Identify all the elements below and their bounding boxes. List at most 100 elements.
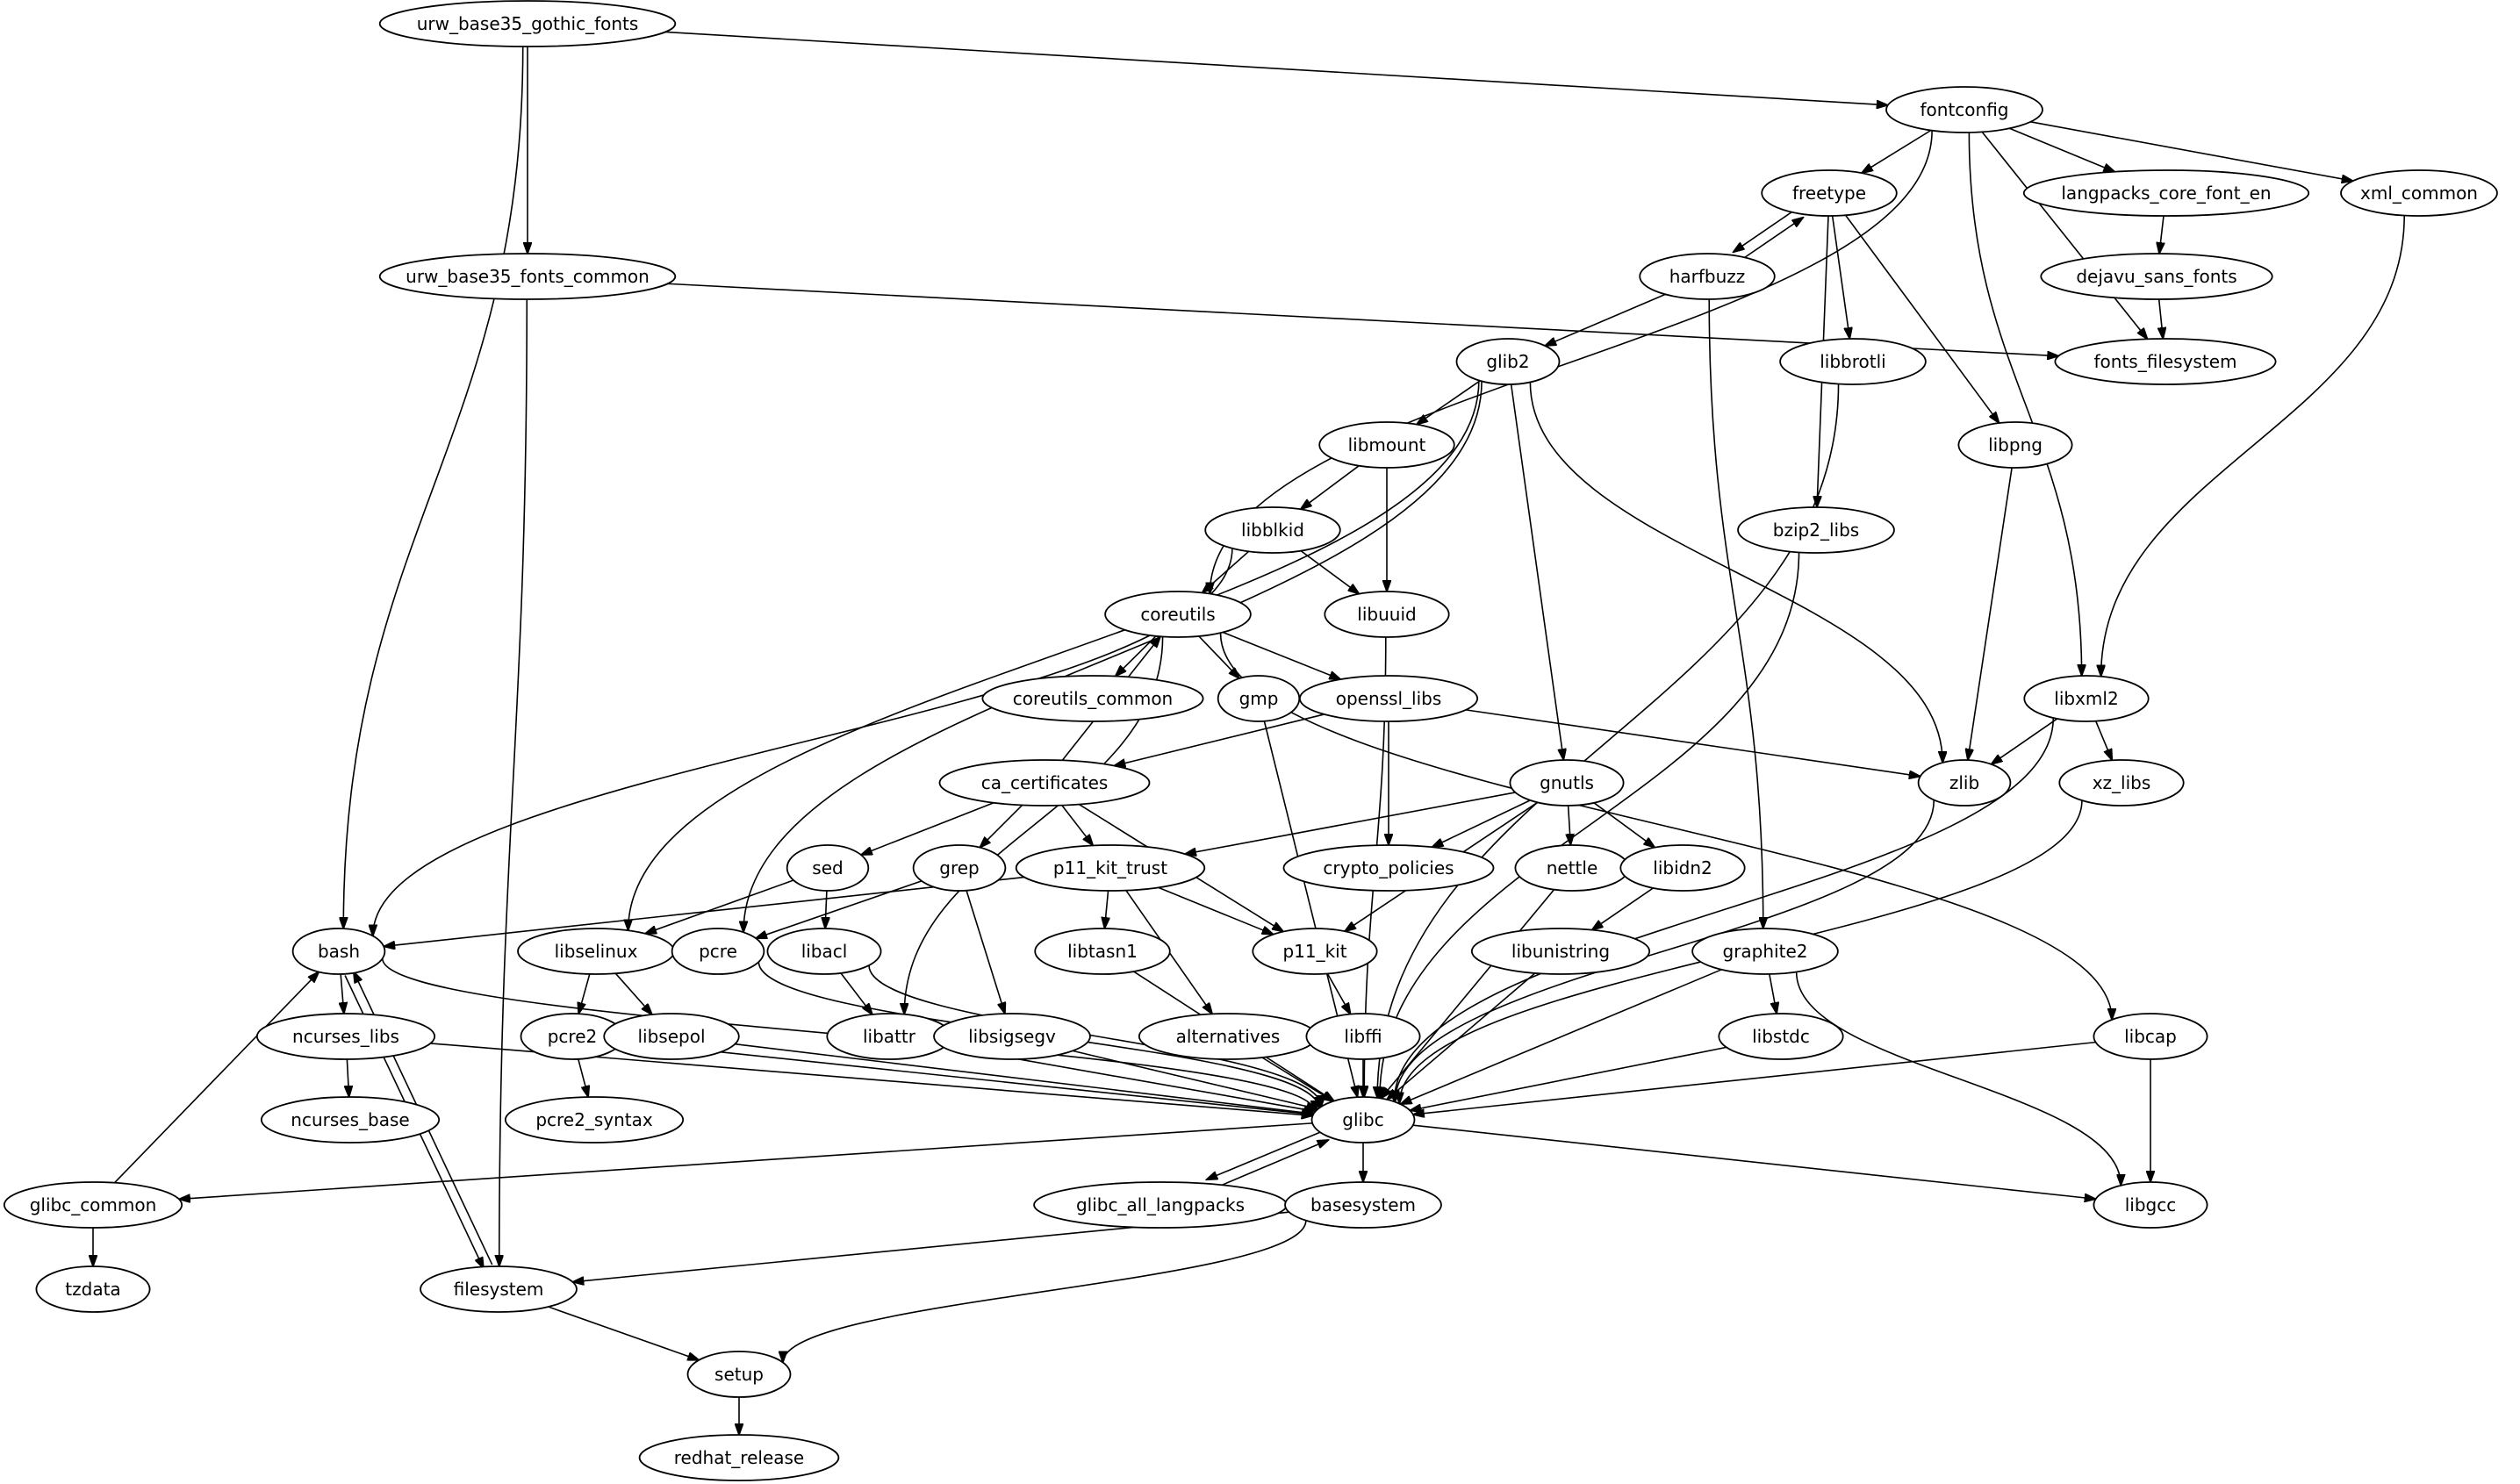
node-libbrotli[interactable]: libbrotli [1779, 338, 1927, 385]
node-harfbuzz[interactable]: harfbuzz [1639, 253, 1776, 300]
node-pcre2[interactable]: pcre2 [520, 1013, 625, 1060]
node-p11-kit-trust[interactable]: p11_kit_trust [1015, 844, 1206, 892]
node-label: libsepol [637, 1026, 705, 1047]
node-libxml2[interactable]: libxml2 [2023, 675, 2150, 722]
edge-coreutils-to-coreutils-common [1116, 635, 1157, 677]
node-coreutils[interactable]: coreutils [1104, 591, 1252, 638]
edge-gnutls-to-libidn2 [1593, 802, 1655, 848]
node-label: libtasn1 [1067, 941, 1138, 962]
node-xml-common[interactable]: xml_common [2340, 169, 2498, 217]
edge-grep-to-libsigsegv [966, 890, 1005, 1014]
node-libgcc[interactable]: libgcc [2093, 1181, 2208, 1229]
node-fontconfig[interactable]: fontconfig [1885, 86, 2043, 133]
edge-gnutls-to-crypto-policies [1432, 799, 1531, 847]
node-sed[interactable]: sed [786, 844, 870, 892]
edge-graphite2-to-libgcc [1795, 971, 2122, 1185]
node-ellipse [1310, 1096, 1416, 1143]
edge-gnutls-to-nettle [1569, 805, 1571, 845]
node-basesystem[interactable]: basesystem [1284, 1181, 1442, 1229]
node-libattr[interactable]: libattr [826, 1013, 952, 1060]
edge-p11-kit-trust-to-libtasn1 [1104, 890, 1108, 928]
nodes-layer: urw_base35_gothic_fonts fontconfig freetyp… [3, 0, 2498, 1481]
node-redhat-release[interactable]: redhat_release [638, 1434, 840, 1481]
node-libunistring[interactable]: libunistring [1470, 928, 1651, 975]
node-libselinux[interactable]: libselinux [517, 928, 675, 975]
node-ellipse [981, 675, 1204, 722]
node-label: glib2 [1486, 351, 1529, 372]
node-pcre2-syntax[interactable]: pcre2_syntax [504, 1096, 685, 1143]
node-urw-base35-gothic-fonts[interactable]: urw_base35_gothic_fonts [378, 0, 677, 47]
node-label: libsigsegv [968, 1026, 1056, 1047]
node-p11-kit[interactable]: p11_kit [1252, 928, 1378, 975]
edge-libxml2-to-xz-libs [2094, 720, 2113, 761]
node-setup[interactable]: setup [686, 1351, 792, 1398]
edge-glib2-to-pcre [743, 381, 1483, 932]
node-nettle[interactable]: nettle [1514, 844, 1630, 892]
node-ellipse [35, 1265, 151, 1313]
node-crypto-policies[interactable]: crypto_policies [1282, 844, 1495, 892]
node-ncurses-base[interactable]: ncurses_base [260, 1096, 441, 1143]
node-ellipse [1737, 506, 1895, 554]
node-langpacks-core-font-en[interactable]: langpacks_core_font_en [2022, 169, 2310, 217]
node-glibc-all-langpacks[interactable]: glibc_all_langpacks [1033, 1181, 1288, 1229]
node-pcre[interactable]: pcre [671, 928, 765, 975]
node-ellipse [1455, 338, 1561, 385]
node-ncurses-libs[interactable]: ncurses_libs [255, 1013, 436, 1060]
node-libpng[interactable]: libpng [1957, 421, 2073, 469]
node-openssl-libs[interactable]: openssl_libs [1298, 675, 1479, 722]
node-label: zlib [1949, 772, 1979, 793]
node-glibc[interactable]: glibc [1310, 1096, 1416, 1143]
node-alternatives[interactable]: alternatives [1138, 1013, 1318, 1060]
node-label: ca_certificates [981, 772, 1109, 793]
node-freetype[interactable]: freetype [1761, 169, 1898, 217]
node-libacl[interactable]: libacl [766, 928, 882, 975]
edge-p11-kit-trust-to-p11-kit [1158, 886, 1274, 934]
node-glib2[interactable]: glib2 [1455, 338, 1561, 385]
node-ellipse [1282, 844, 1495, 892]
node-bash[interactable]: bash [291, 928, 386, 975]
node-libmount[interactable]: libmount [1318, 421, 1455, 469]
node-ellipse [291, 928, 386, 975]
edge-alternatives-to-glibc [1261, 1057, 1333, 1101]
edge-libxml2-to-zlib [1992, 718, 2058, 764]
edge-glib2-to-gnutls [1510, 384, 1564, 760]
node-fonts-filesystem[interactable]: fonts_filesystem [2054, 338, 2277, 385]
node-ellipse [3, 1181, 183, 1229]
node-urw-base35-fonts-common[interactable]: urw_base35_fonts_common [378, 253, 677, 300]
node-libcap[interactable]: libcap [2093, 1013, 2208, 1060]
node-gmp[interactable]: gmp [1217, 675, 1301, 722]
node-label: sed [812, 857, 843, 878]
edge-libmount-to-libblkid [1301, 465, 1360, 510]
node-graphite2[interactable]: graphite2 [1691, 928, 1839, 975]
node-libidn2[interactable]: libidn2 [1619, 844, 1746, 892]
node-libuuid[interactable]: libuuid [1324, 591, 1450, 638]
node-grep[interactable]: grep [912, 844, 1007, 892]
node-glibc-common[interactable]: glibc_common [3, 1181, 183, 1229]
node-zlib[interactable]: zlib [1917, 759, 2012, 807]
node-libtasn1[interactable]: libtasn1 [1034, 928, 1171, 975]
node-coreutils-common[interactable]: coreutils_common [981, 675, 1204, 722]
node-ca-certificates[interactable]: ca_certificates [938, 759, 1151, 807]
node-ellipse [638, 1434, 840, 1481]
node-filesystem[interactable]: filesystem [420, 1265, 578, 1313]
node-libblkid[interactable]: libblkid [1204, 506, 1341, 554]
node-libffi[interactable]: libffi [1305, 1013, 1421, 1060]
node-libsigsegv[interactable]: libsigsegv [933, 1013, 1091, 1060]
node-label: glibc [1342, 1109, 1384, 1130]
node-ellipse [420, 1265, 578, 1313]
node-dejavu-sans-fonts[interactable]: dejavu_sans_fonts [2040, 253, 2273, 300]
edge-filesystem-to-setup [548, 1306, 700, 1360]
node-xz-libs[interactable]: xz_libs [2058, 759, 2185, 807]
node-label: libcap [2124, 1026, 2177, 1047]
node-label: libstdc [1752, 1026, 1810, 1047]
node-libsepol[interactable]: libsepol [603, 1013, 740, 1060]
edge-harfbuzz-to-graphite2 [1708, 298, 1763, 928]
node-label: coreutils [1140, 604, 1215, 625]
node-libstdc[interactable]: libstdc [1718, 1013, 1844, 1060]
node-gnutls[interactable]: gnutls [1509, 759, 1625, 807]
node-bzip2-libs[interactable]: bzip2_libs [1737, 506, 1895, 554]
edge-fontconfig-to-langpacks-core-font-en [2009, 127, 2114, 172]
node-label: langpacks_core_font_en [2061, 183, 2271, 204]
node-tzdata[interactable]: tzdata [35, 1265, 151, 1313]
